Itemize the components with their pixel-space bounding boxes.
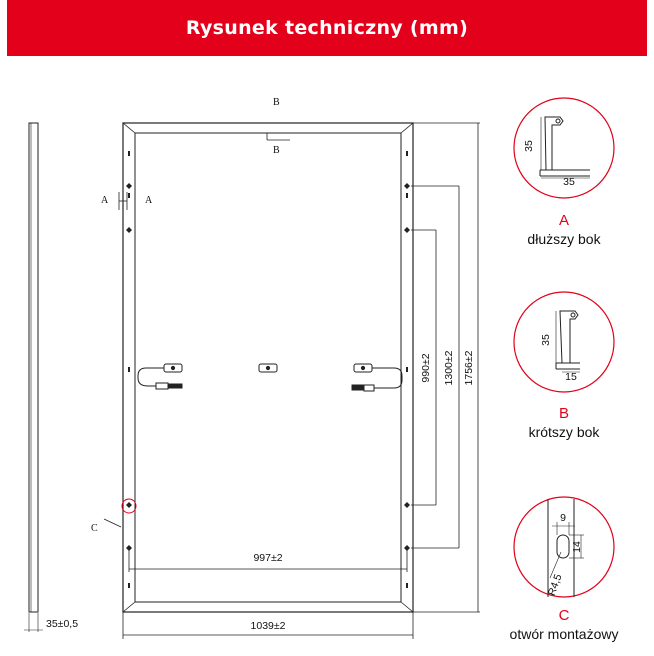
section-a-left: A	[101, 195, 109, 206]
detail-a-profile	[513, 97, 615, 199]
detail-a-caption: dłuższy bok	[527, 231, 601, 247]
frame-depth-dim: 35±0,5	[46, 618, 78, 630]
detail-c-height-dim: 14	[571, 541, 583, 553]
section-b-bottom: B	[273, 145, 280, 156]
width-dimensions	[122, 122, 480, 639]
page-title: Rysunek techniczny (mm)	[185, 17, 469, 39]
detail-c-letter: C	[559, 607, 570, 624]
section-a-right: A	[145, 195, 153, 206]
mounting-holes	[126, 151, 410, 588]
section-marks	[103, 132, 290, 528]
length-dimensions	[411, 123, 479, 612]
outer-width-dim: 1039±2	[251, 620, 286, 632]
detail-a-letter: A	[559, 212, 569, 229]
section-c-label: C	[91, 523, 98, 534]
junction-boxes	[137, 363, 403, 392]
title-banner: Rysunek techniczny (mm)	[7, 0, 647, 56]
detail-c-width-dim: 9	[560, 512, 566, 524]
section-b-top: B	[273, 97, 280, 108]
detail-b-caption: krótszy bok	[529, 424, 601, 440]
hole-spacing-1300-dim: 1300±2	[443, 350, 455, 385]
detail-b-width-dim: 15	[565, 371, 577, 383]
detail-c-hole	[513, 496, 615, 598]
hole-spacing-990-dim: 990±2	[420, 353, 432, 382]
detail-c-caption: otwór montażowy	[510, 626, 619, 642]
detail-c-marker	[121, 498, 137, 514]
total-length-dim: 1756±2	[463, 350, 475, 385]
detail-a-width-dim: 35	[563, 176, 575, 188]
inner-width-dim: 997±2	[253, 552, 282, 564]
detail-b-profile	[513, 291, 615, 393]
side-profile	[24, 122, 43, 632]
detail-b-letter: B	[559, 405, 569, 422]
detail-b-height-dim: 35	[540, 334, 552, 346]
detail-a-height-dim: 35	[523, 140, 535, 152]
